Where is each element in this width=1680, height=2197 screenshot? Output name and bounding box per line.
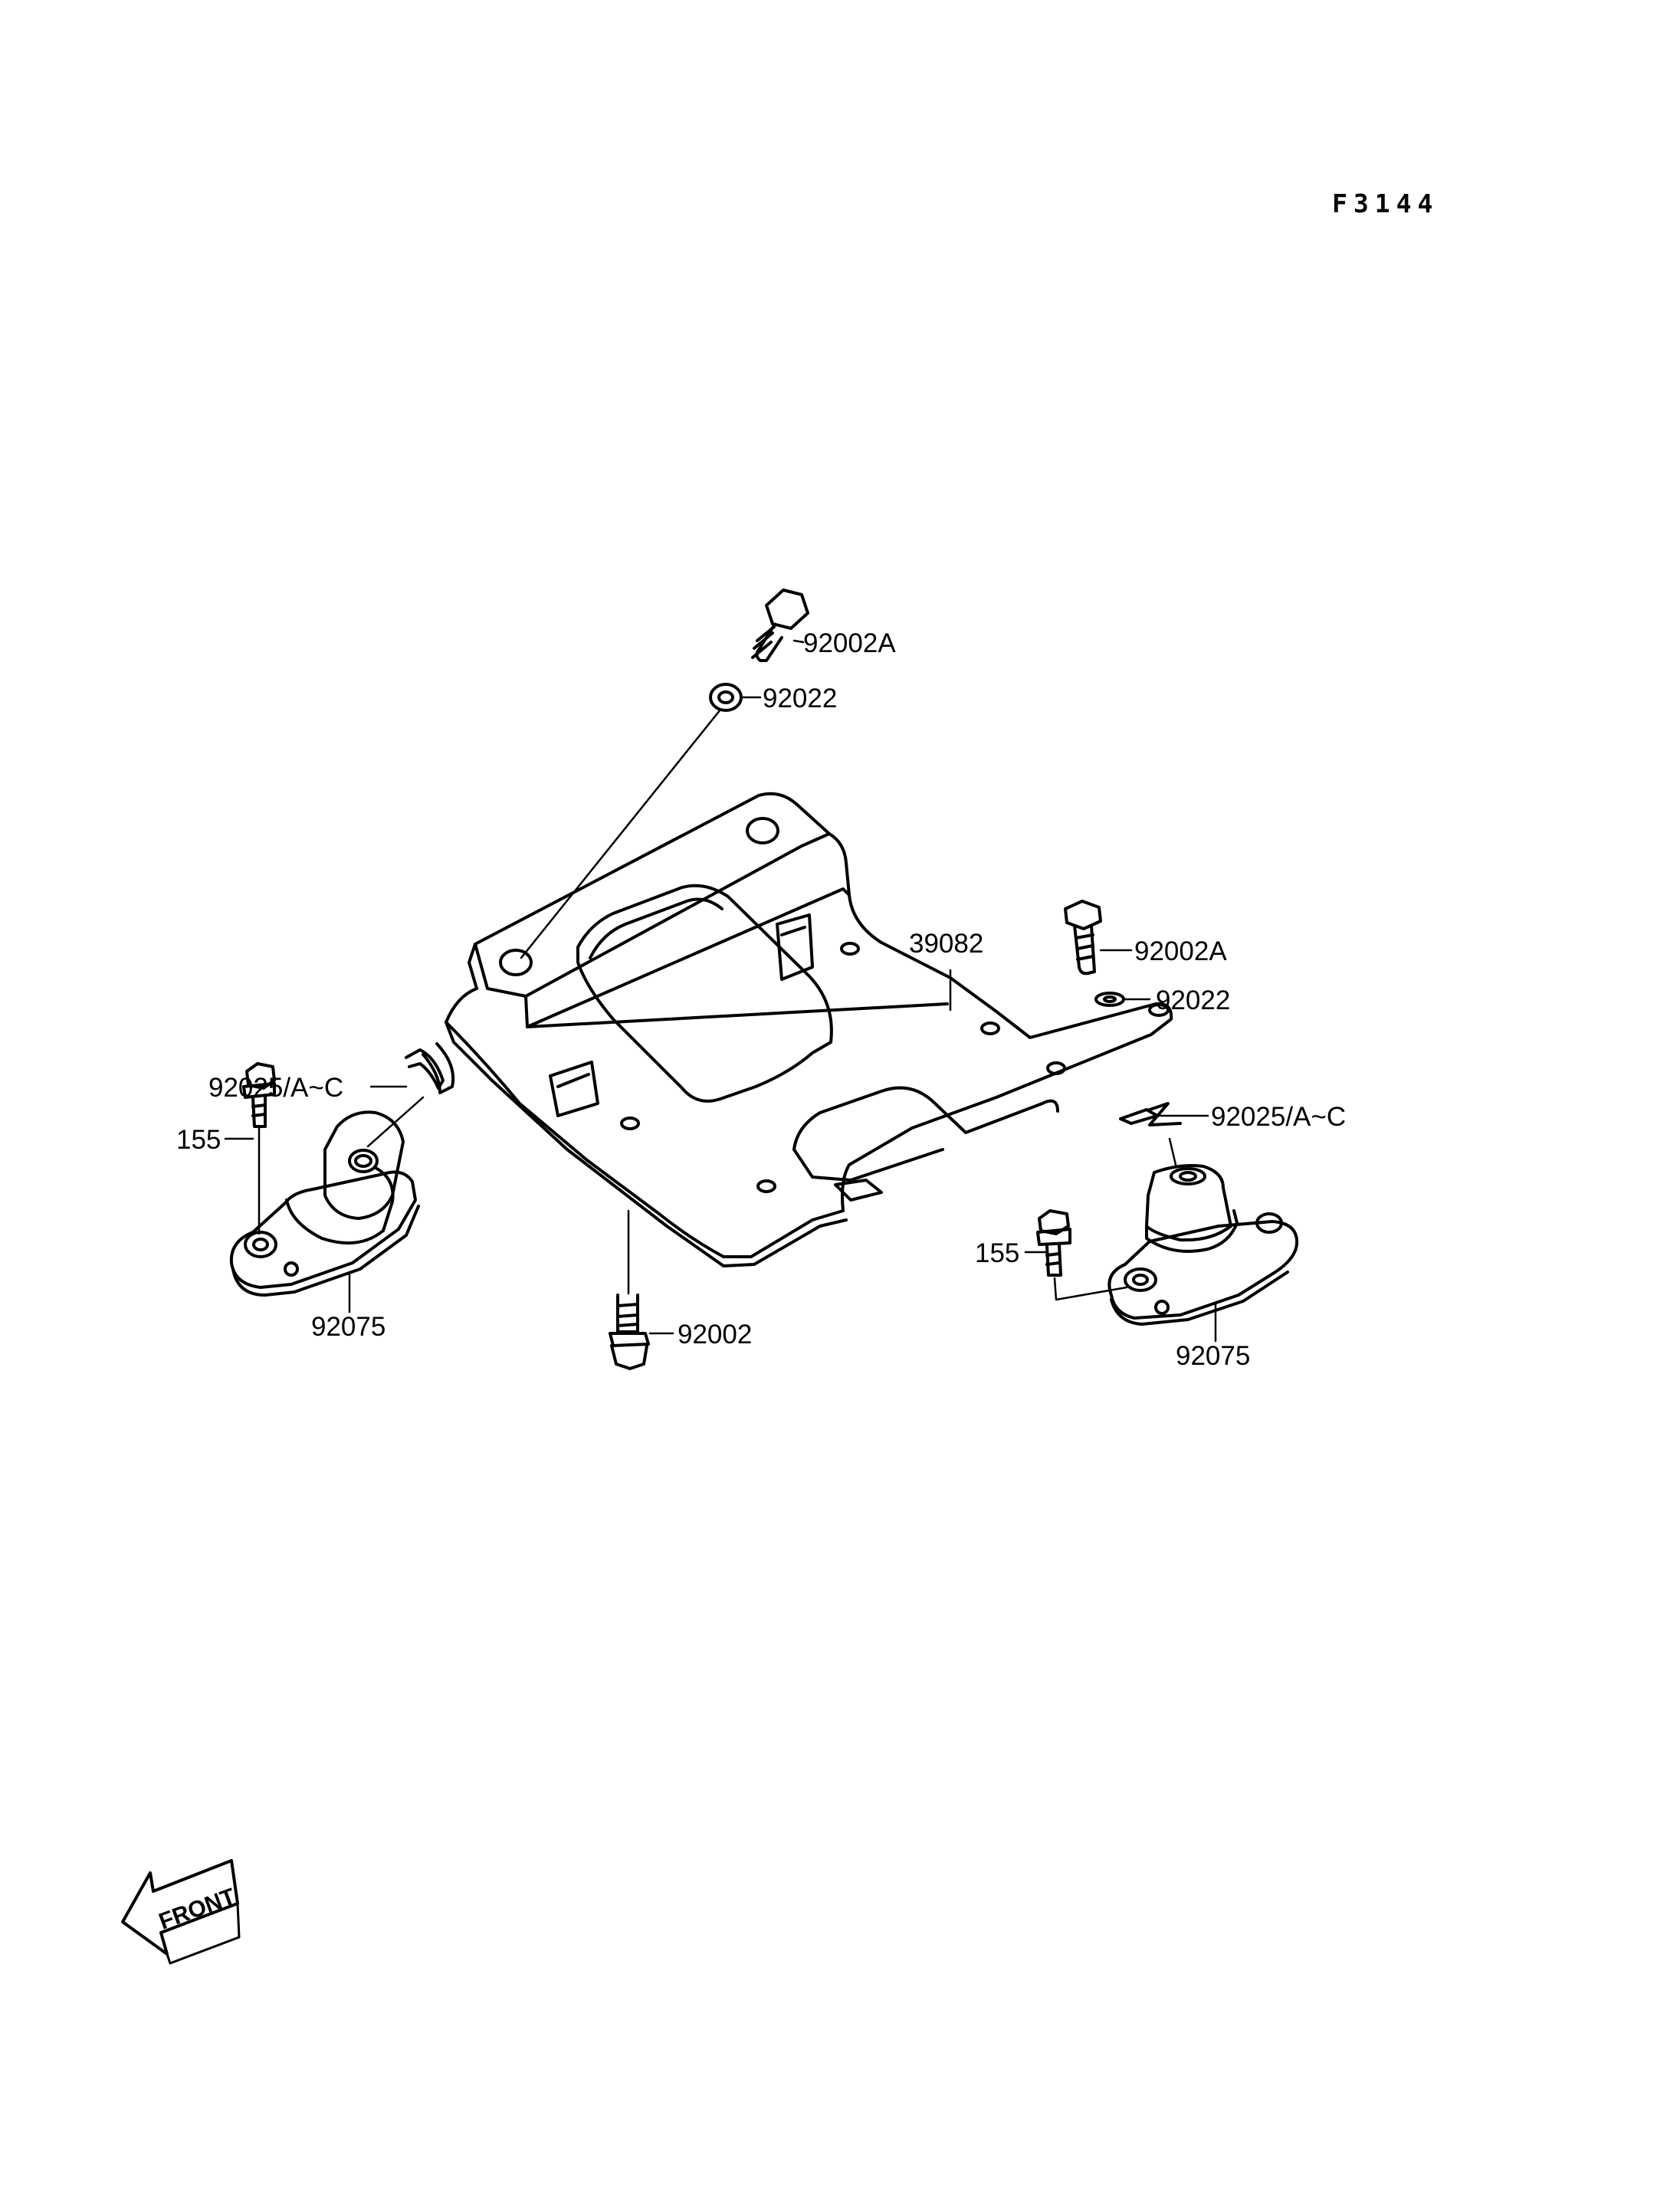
leader-spring-right [1168,1137,1177,1166]
label-spring-right: 92025/A~C [1211,1102,1347,1132]
engine-mount-left-icon [229,1110,420,1297]
spring-left-icon [405,1042,455,1094]
label-155-right: 155 [975,1238,1020,1268]
bolt-155-left-icon [242,1062,276,1128]
label-bolt-top: 92002A [803,628,896,658]
label-mount-right: 92075 [1176,1341,1251,1371]
leader-washer-top [520,708,722,959]
label-bracket: 39082 [909,929,984,959]
figure-code: F3144 [1332,189,1439,218]
label-155-left: 155 [176,1125,221,1155]
label-bolt-bottom: 92002 [678,1320,753,1349]
leader-155-right [1053,1277,1128,1301]
spring-right-icon [1119,1102,1182,1126]
leader-bolt-top [792,639,805,644]
bolt-top-icon [751,589,809,662]
label-mount-left: 92075 [311,1312,386,1342]
front-arrow-icon: FRONT [121,1859,241,1965]
bolt-155-right-icon [1036,1209,1071,1277]
engine-bracket [445,792,1173,1267]
front-label: FRONT [156,1884,238,1934]
label-washer-top: 92022 [763,684,838,713]
engine-mount-right-icon [1107,1164,1299,1326]
leader-spring-left [366,1096,425,1148]
washer-right-icon [1094,992,1125,1007]
label-spring-left: 92025/A~C [208,1073,344,1103]
label-washer-right: 92022 [1156,985,1231,1015]
bolt-bottom-icon [609,1294,650,1370]
label-bolt-right: 92002A [1134,936,1227,966]
bolt-right-icon [1064,900,1102,976]
washer-top-icon [709,683,743,712]
